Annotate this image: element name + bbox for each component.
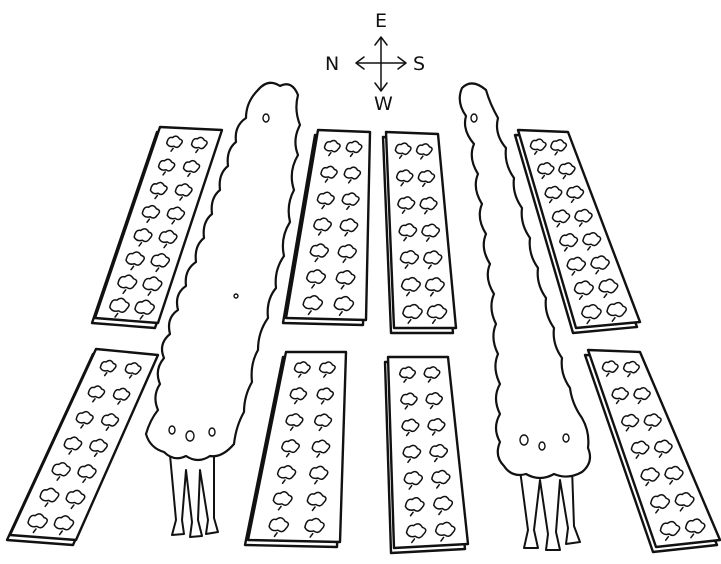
compass-label-west: W [374,93,393,115]
compass-label-north: N [325,53,339,75]
bed-back-row-3 [383,132,456,333]
bed-front-row-4 [585,350,720,552]
bed-surface [10,349,158,540]
left-tree-trunks [170,455,218,537]
bed-surface [388,357,468,548]
compass-label-east: E [375,10,387,32]
bed-surface [248,352,346,542]
compass-label-south: S [413,53,425,75]
bed-front-row-1 [7,349,158,545]
bed-front-row-2 [245,352,346,547]
bed-front-row-3 [385,357,468,553]
bed-surface [386,132,456,328]
right-tree-trunks [520,468,580,550]
garden-beds [7,127,720,553]
compass-rose: E N S W [325,10,425,115]
